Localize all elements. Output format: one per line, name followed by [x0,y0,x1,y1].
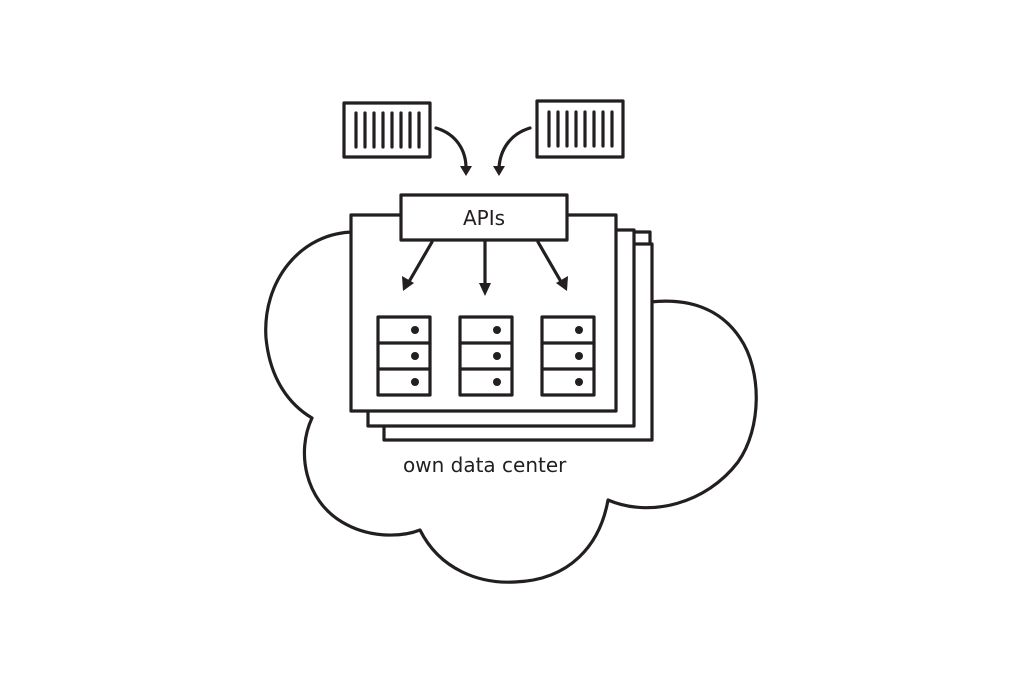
arrow-right-client-icon [493,126,532,176]
server-rack-icon [540,315,596,397]
data-center-label: own data center [403,453,567,477]
barcode-icon [342,101,432,159]
arrow-to-server-left-icon [402,240,434,291]
api-box [399,193,569,242]
api-label: APIs [463,206,505,230]
server-rack-icon [376,315,432,397]
barcode-icon [535,99,625,159]
arrow-to-server-middle-icon [479,240,491,296]
server-rack-icon [458,315,514,397]
arrow-to-server-right-icon [536,240,568,291]
arrow-left-client-icon [434,126,472,176]
